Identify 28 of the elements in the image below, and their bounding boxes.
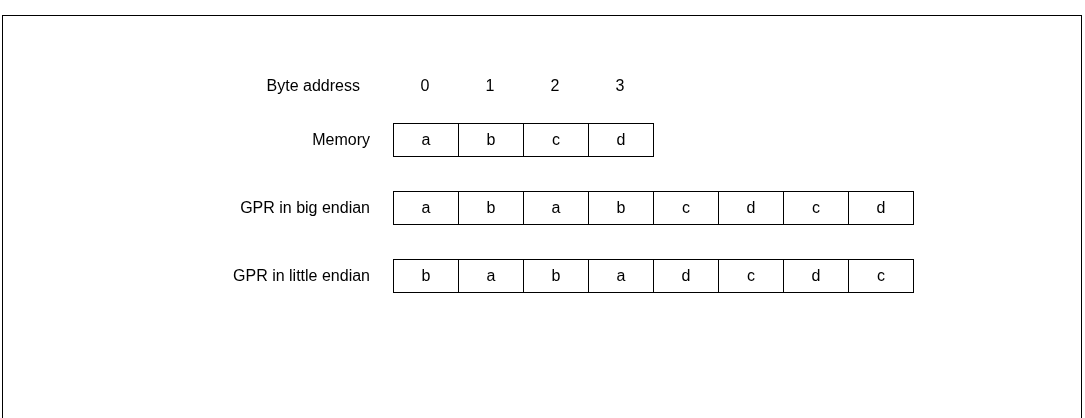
memory-cell: d — [588, 123, 654, 157]
register-cell: b — [588, 191, 654, 225]
register-cell: a — [393, 191, 459, 225]
memory-cell: a — [393, 123, 459, 157]
register-cell: a — [523, 191, 589, 225]
row-label: Byte address — [266, 76, 360, 96]
register-cell: d — [848, 191, 914, 225]
memory-cell: c — [523, 123, 589, 157]
byte-index: 3 — [615, 76, 625, 96]
register-cell: a — [588, 259, 654, 293]
register-cell: c — [783, 191, 849, 225]
memory-cell: b — [458, 123, 524, 157]
register-cell: d — [653, 259, 719, 293]
register-cell: b — [393, 259, 459, 293]
register-cell: b — [523, 259, 589, 293]
register-cell: c — [848, 259, 914, 293]
row-label: Memory — [312, 130, 370, 150]
register-cell: b — [458, 191, 524, 225]
register-cell: a — [458, 259, 524, 293]
register-cell: d — [783, 259, 849, 293]
byte-index: 2 — [550, 76, 560, 96]
register-cell: c — [653, 191, 719, 225]
byte-index: 1 — [485, 76, 495, 96]
register-cell: d — [718, 191, 784, 225]
byte-index: 0 — [420, 76, 430, 96]
row-label: GPR in little endian — [233, 266, 370, 286]
register-cell: c — [718, 259, 784, 293]
row-label: GPR in big endian — [240, 198, 370, 218]
